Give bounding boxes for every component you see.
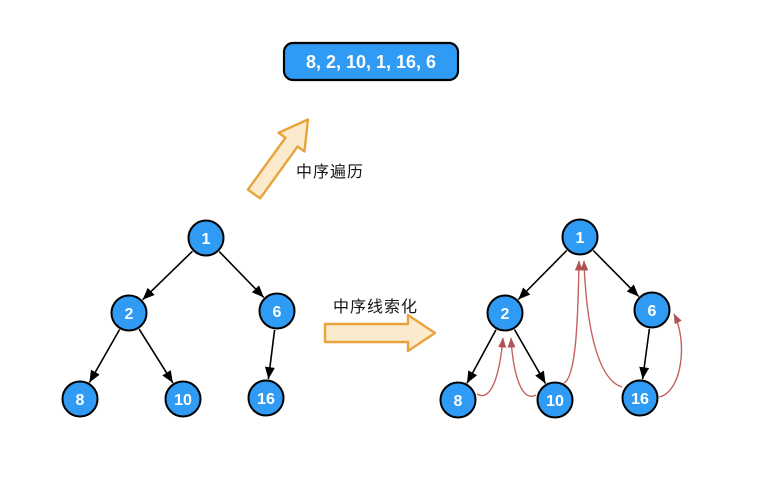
tree-node-circle bbox=[486, 294, 524, 332]
tree-node-circle bbox=[247, 379, 285, 417]
tree-node-label: 2 bbox=[501, 306, 510, 323]
thread-arrow-16-1 bbox=[580, 260, 623, 388]
tree-edge-2-8 bbox=[88, 329, 121, 383]
inorder-threading-arrow bbox=[323, 313, 437, 353]
sequence-box: 8, 2, 10, 1, 16, 6 bbox=[282, 41, 460, 82]
tree-node-circle bbox=[561, 218, 599, 256]
tree-node-10: 10 bbox=[536, 381, 574, 419]
tree-edge-1-6 bbox=[218, 251, 265, 298]
tree-edge-1-2 bbox=[517, 249, 568, 301]
tree-node-10: 10 bbox=[164, 380, 202, 418]
tree-node-label: 16 bbox=[257, 391, 275, 408]
tree-node-label: 8 bbox=[76, 392, 85, 409]
tree-node-label: 16 bbox=[631, 391, 649, 408]
thread-arrow-8-2 bbox=[476, 337, 507, 397]
tree-edge-1-2 bbox=[142, 250, 193, 301]
tree-node-2: 2 bbox=[110, 294, 148, 332]
tree-node-8: 8 bbox=[439, 381, 477, 419]
thread-arrow-16-6 bbox=[658, 313, 683, 398]
tree-edge-1-6 bbox=[592, 249, 640, 298]
tree-node-circle bbox=[187, 219, 225, 257]
inorder-threading-label: 中序线索化 bbox=[333, 298, 418, 316]
tree-edge-2-10 bbox=[513, 329, 547, 384]
tree-node-label: 8 bbox=[454, 393, 463, 410]
tree-node-circle bbox=[258, 292, 296, 330]
tree-node-16: 16 bbox=[247, 379, 285, 417]
left-tree: 1 2 6 8 10 16 bbox=[61, 219, 296, 418]
block-arrow-right-icon bbox=[323, 313, 437, 353]
tree-node-label: 2 bbox=[125, 306, 134, 323]
tree-node-label: 1 bbox=[202, 231, 211, 248]
tree-node-label: 10 bbox=[546, 393, 564, 410]
tree-node-label: 1 bbox=[576, 230, 585, 247]
sequence-box-label: 8, 2, 10, 1, 16, 6 bbox=[306, 52, 436, 72]
tree-node-6: 6 bbox=[633, 291, 671, 329]
tree-node-label: 6 bbox=[273, 304, 282, 321]
tree-node-1: 1 bbox=[561, 218, 599, 256]
right-tree: 1 2 6 8 10 16 bbox=[439, 218, 683, 419]
tree-node-16: 16 bbox=[621, 379, 659, 417]
tree-node-circle bbox=[61, 380, 99, 418]
sequence-box-rect bbox=[282, 41, 460, 82]
inorder-traversal-arrow bbox=[246, 118, 310, 200]
tree-node-2: 2 bbox=[486, 294, 524, 332]
thread-arrow-10-1 bbox=[563, 260, 583, 384]
tree-node-6: 6 bbox=[258, 292, 296, 330]
tree-edge-2-10 bbox=[138, 328, 174, 384]
tree-node-circle bbox=[633, 291, 671, 329]
tree-node-circle bbox=[110, 294, 148, 332]
tree-node-8: 8 bbox=[61, 380, 99, 418]
tree-node-1: 1 bbox=[187, 219, 225, 257]
tree-node-circle bbox=[536, 381, 574, 419]
thread-arrow-10-2 bbox=[507, 337, 537, 397]
inorder-traversal-label: 中序遍历 bbox=[296, 163, 364, 181]
tree-node-circle bbox=[439, 381, 477, 419]
tree-node-label: 6 bbox=[648, 303, 657, 320]
tree-node-circle bbox=[621, 379, 659, 417]
block-arrow-up-icon bbox=[246, 118, 310, 200]
tree-edge-2-8 bbox=[466, 329, 497, 384]
tree-edge-6-16 bbox=[264, 329, 276, 380]
tree-node-circle bbox=[164, 380, 202, 418]
tree-node-label: 10 bbox=[174, 392, 192, 409]
tree-edge-6-16 bbox=[639, 328, 651, 380]
